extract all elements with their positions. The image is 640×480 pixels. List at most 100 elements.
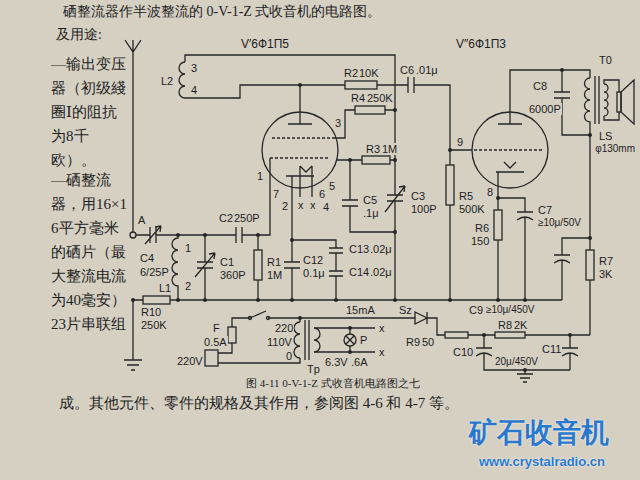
capacitor-symbol — [554, 238, 590, 300]
transformer-symbol — [585, 76, 620, 335]
part-value: 1M — [381, 143, 398, 155]
heater-mark: x — [297, 199, 305, 211]
pin-number: 8 — [486, 186, 494, 198]
part-value: φ130mm — [594, 143, 636, 154]
part-value: 250K — [140, 319, 168, 331]
mains-label: 220V — [176, 355, 204, 367]
body-text: —输出变压器（初级綫圈Ⅰ的阻抗为8千欧）。 — [50, 52, 128, 172]
wire — [218, 311, 300, 363]
wire — [314, 328, 375, 352]
body-text: —硒整流器，用16×16平方毫米的硒片（最大整流电流为40毫安）23片串联组 — [50, 168, 128, 336]
part-label: C1 — [219, 256, 235, 268]
tap-label: 0 — [285, 350, 293, 362]
part-label: R5 — [458, 190, 474, 202]
part-value: 6.3V — [324, 356, 349, 368]
part-value: 6/25P — [139, 266, 170, 278]
part-label: R3 — [365, 143, 381, 155]
wire — [300, 77, 472, 300]
watermark: 矿石收音机 — [468, 418, 610, 449]
resistor-symbol — [495, 332, 525, 338]
tap-label: 220 — [274, 322, 294, 334]
part-label: R10 — [140, 306, 162, 318]
wire — [185, 55, 395, 195]
part-label: R9 — [405, 336, 421, 348]
watermark: www.crystalradio.cn — [478, 455, 606, 469]
heater-mark: x — [378, 346, 386, 358]
tap-label: 110V — [266, 336, 293, 348]
part-label: LS — [598, 130, 613, 142]
pin-number: 4 — [322, 201, 330, 213]
part-label: R2 — [343, 67, 359, 79]
part-value: .6A — [350, 356, 369, 368]
part-value: 150 — [470, 235, 490, 247]
part-label: C10 — [452, 346, 474, 358]
part-value: .1μ — [362, 207, 380, 219]
switch-contact — [267, 317, 270, 320]
part-label: R1 — [266, 256, 282, 268]
resistor-symbol — [362, 156, 390, 164]
part-value: 100P — [410, 203, 438, 215]
resistor-symbol — [355, 106, 385, 114]
pin-number: 6 — [318, 188, 326, 200]
capacitor-symbol — [517, 212, 533, 300]
part-value: 500K — [458, 203, 486, 215]
part-value: 250K — [366, 92, 394, 104]
tube-electrodes — [496, 70, 590, 300]
part-value: 0.1μ — [302, 267, 326, 279]
part-value: 6000P — [528, 103, 562, 115]
pin-number: 1 — [184, 242, 192, 254]
tube-grid — [270, 138, 332, 158]
part-value: .01μ — [415, 64, 439, 76]
pin-number: 4 — [190, 84, 198, 96]
body-text: 硒整流器作半波整流的 0-V-1-Z 式收音机的电路图。 — [62, 4, 382, 19]
resistor-symbol — [254, 250, 262, 280]
part-label: P — [359, 334, 368, 346]
switch-contact — [249, 317, 252, 320]
part-label: C9 — [468, 304, 484, 316]
resistor-symbol — [446, 165, 454, 205]
part-label: C14 — [348, 266, 370, 278]
pin-number: 5 — [328, 180, 336, 192]
figure-caption: 图 4-11 0-V-1-Z 式收音机电路图之七 — [245, 377, 421, 389]
part-label: C8 — [532, 80, 548, 92]
part-label: C13 — [348, 243, 370, 255]
part-label: R4 — [350, 92, 366, 104]
part-value: 3K — [598, 268, 613, 280]
ground-bus — [124, 300, 562, 370]
capacitor-symbol — [292, 240, 343, 300]
part-value: 50 — [421, 336, 435, 348]
part-label: C12 — [302, 254, 324, 266]
wire — [178, 158, 270, 243]
body-text: 成。其他元件、零件的规格及其作用，参阅图 4-6 和 4-7 等。 — [58, 395, 460, 412]
terminal — [130, 232, 136, 238]
part-label: L2 — [160, 75, 174, 87]
part-value: .02μ — [369, 243, 393, 255]
heater-mark: x — [378, 322, 386, 334]
part-label: C6 — [399, 64, 415, 76]
tube-label: V″6Ф1П3 — [455, 38, 507, 51]
part-value: 20μ/450V — [494, 356, 539, 367]
body-text: 及用途: — [55, 27, 103, 42]
part-label: R6 — [474, 222, 490, 234]
lamp-symbol — [346, 336, 354, 344]
capacitor-symbol — [136, 226, 178, 244]
capacitor-symbol — [342, 160, 395, 232]
part-label: C2 — [218, 212, 234, 224]
part-label: Sz — [398, 304, 413, 316]
tube-grid — [474, 149, 544, 150]
resistor-symbol — [143, 296, 170, 304]
part-value: 2K — [513, 319, 528, 331]
part-value: ≥10μ/50V — [537, 217, 582, 228]
heater-mark: x — [309, 199, 317, 211]
fuse-symbol — [228, 327, 236, 343]
resistor-symbol — [445, 332, 468, 338]
terminal-label: A — [137, 214, 146, 226]
transformer-symbol — [294, 320, 320, 360]
part-label: C7 — [537, 204, 553, 216]
pin-number: 9 — [456, 136, 464, 148]
plug-symbol — [205, 350, 218, 366]
current-rating: 15mA — [345, 304, 376, 316]
part-label: R7 — [598, 255, 614, 267]
capacitor-symbol — [195, 235, 215, 300]
